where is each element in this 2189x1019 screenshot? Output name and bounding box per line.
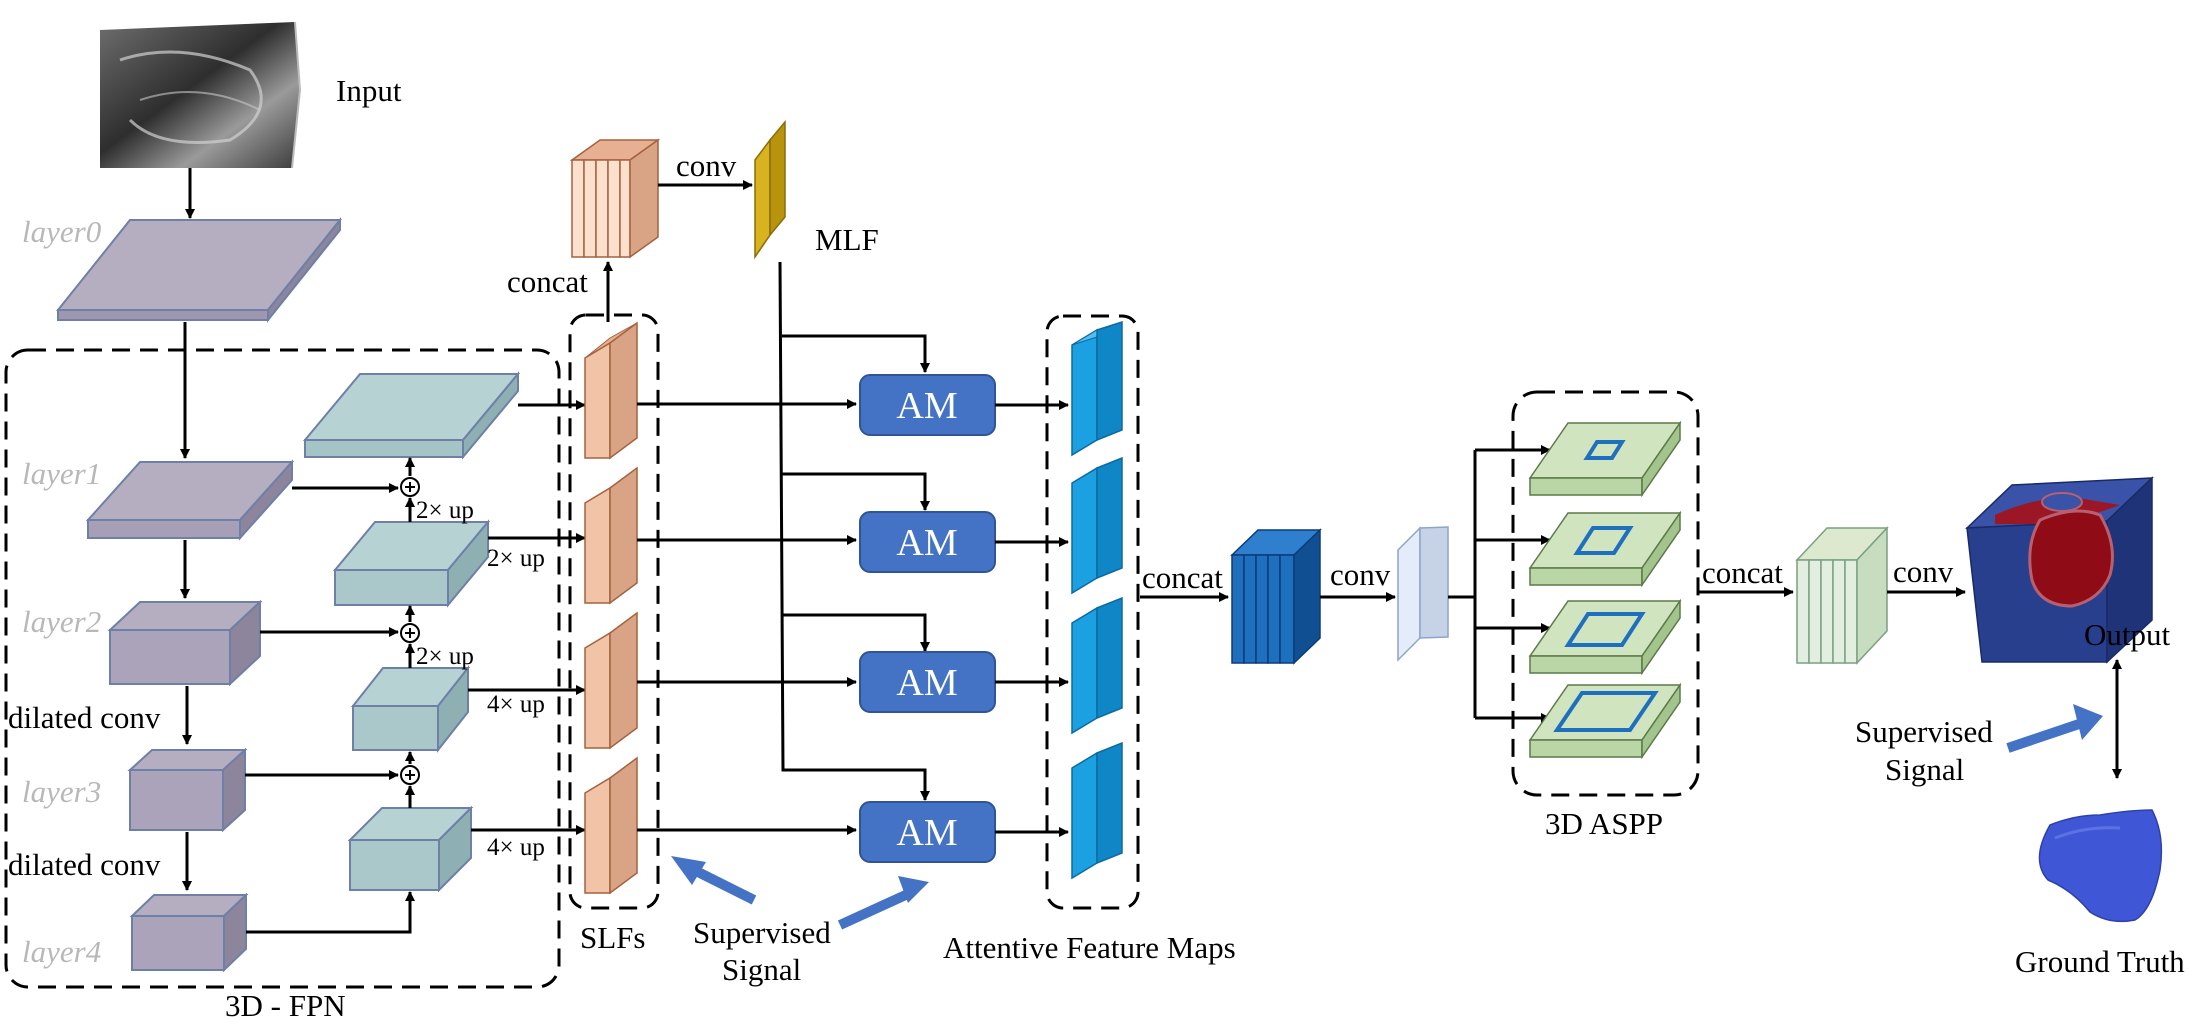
am-label-3: AM bbox=[896, 662, 957, 704]
slf-block-2 bbox=[584, 466, 638, 605]
am-block-2: AM bbox=[859, 511, 996, 573]
slf-block-4 bbox=[584, 756, 638, 895]
layer2-block bbox=[107, 599, 263, 687]
decoder-block-2 bbox=[332, 519, 491, 608]
output-volume bbox=[1965, 476, 2154, 664]
aspp-branch-3 bbox=[1528, 598, 1682, 676]
upsample-label-2x-a: 2× up bbox=[416, 497, 474, 524]
supervised-right-line2: Signal bbox=[1885, 752, 1964, 787]
aspp-branch-2 bbox=[1528, 510, 1682, 588]
conv-mid-label: conv bbox=[1330, 557, 1391, 592]
aspp-label: 3D ASPP bbox=[1545, 806, 1663, 841]
attentive-map-1 bbox=[1071, 320, 1123, 457]
slfs-label: SLFs bbox=[580, 920, 645, 955]
conv-mid-block bbox=[1397, 526, 1449, 662]
supervised-right-line1: Supervised bbox=[1855, 714, 1993, 749]
concat-mid-label: concat bbox=[1142, 560, 1223, 595]
slf-block-1 bbox=[584, 321, 638, 460]
conv-right-label: conv bbox=[1893, 554, 1954, 589]
decoder-block-3 bbox=[350, 665, 471, 753]
slfs-group-box bbox=[568, 313, 660, 910]
am-label-2: AM bbox=[896, 522, 957, 564]
supervised-mid-line1: Supervised bbox=[693, 915, 831, 950]
supervised-arrow-to-am bbox=[837, 876, 929, 930]
concat-mid-stack bbox=[1230, 528, 1322, 665]
slf-block-3 bbox=[584, 611, 638, 750]
conv-top-label: conv bbox=[676, 148, 737, 183]
aspp-branch-4 bbox=[1528, 682, 1682, 760]
attentive-maps-label: Attentive Feature Maps bbox=[943, 930, 1236, 965]
am-block-4: AM bbox=[859, 801, 996, 863]
upsample-label-2x-c: 2× up bbox=[416, 643, 474, 670]
am-block-1: AM bbox=[859, 374, 996, 436]
layer0-label: layer0 bbox=[22, 214, 102, 249]
attentive-map-2 bbox=[1071, 456, 1123, 595]
input-volume-image bbox=[100, 21, 302, 169]
mlf-block bbox=[754, 119, 786, 260]
aspp-branch-1 bbox=[1528, 420, 1682, 498]
layer2-label: layer2 bbox=[22, 604, 101, 639]
sum-node-3 bbox=[400, 765, 420, 785]
concat-top-stack bbox=[569, 138, 661, 259]
ground-truth-label: Ground Truth bbox=[2015, 944, 2185, 979]
fpn-group-box bbox=[4, 348, 561, 989]
ground-truth-shape bbox=[2038, 809, 2163, 923]
dilated-conv-label-2: dilated conv bbox=[8, 847, 161, 882]
layer3-label: layer3 bbox=[22, 774, 101, 809]
mlf-label: MLF bbox=[815, 222, 879, 257]
supervised-arrow-to-slfs bbox=[671, 856, 757, 905]
upsample-label-2x-b: 2× up bbox=[487, 545, 545, 572]
layer1-label: layer1 bbox=[22, 456, 101, 491]
concat-top-label: concat bbox=[507, 264, 588, 299]
sum-node-1 bbox=[400, 477, 420, 497]
fpn-label: 3D - FPN bbox=[225, 988, 346, 1019]
am-label-1: AM bbox=[896, 385, 957, 427]
decoder-block-1 bbox=[302, 371, 521, 460]
sum-node-2 bbox=[400, 623, 420, 643]
input-label: Input bbox=[336, 73, 402, 108]
attentive-maps-group-box bbox=[1045, 314, 1140, 910]
dilated-conv-label-1: dilated conv bbox=[8, 700, 161, 735]
attentive-map-3 bbox=[1071, 596, 1123, 735]
layer3-block bbox=[127, 747, 248, 833]
attentive-map-4 bbox=[1071, 741, 1123, 880]
supervised-arrow-right bbox=[2006, 704, 2103, 753]
supervised-mid-line2: Signal bbox=[722, 952, 801, 987]
upsample-label-4x-b: 4× up bbox=[487, 834, 545, 861]
am-label-4: AM bbox=[896, 812, 957, 854]
layer1-block bbox=[85, 459, 295, 541]
concat-right-stack bbox=[1795, 526, 1889, 665]
layer4-label: layer4 bbox=[22, 934, 101, 969]
output-label: Output bbox=[2084, 617, 2171, 652]
layer0-block bbox=[55, 217, 343, 323]
concat-right-label: concat bbox=[1702, 555, 1783, 590]
upsample-label-4x-a: 4× up bbox=[487, 691, 545, 718]
am-block-3: AM bbox=[859, 651, 996, 713]
layer4-block bbox=[129, 892, 249, 973]
decoder-block-4 bbox=[347, 805, 474, 893]
